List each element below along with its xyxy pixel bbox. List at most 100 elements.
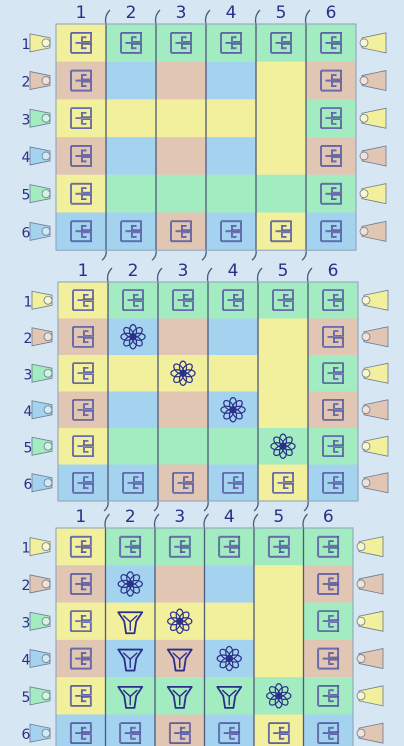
- column-label: 6: [328, 261, 339, 281]
- grid-cell[interactable]: [156, 99, 206, 137]
- tassel-knot: [357, 543, 365, 551]
- tassel-knot: [42, 114, 50, 122]
- tassel-knot: [360, 152, 368, 160]
- tassel-knot: [42, 39, 50, 47]
- tassel-knot: [362, 406, 370, 414]
- tassel-knot: [362, 296, 370, 304]
- grid-cell[interactable]: [156, 137, 206, 175]
- row-label: 6: [22, 727, 31, 743]
- row-label: 4: [22, 150, 31, 166]
- column-label: 1: [78, 261, 89, 281]
- grid-cell[interactable]: [106, 715, 156, 746]
- tassel-knot: [44, 369, 52, 377]
- row-label: 5: [24, 440, 33, 456]
- grid-cell[interactable]: [254, 565, 304, 602]
- column-label: 4: [226, 3, 237, 23]
- grid-cell[interactable]: [256, 137, 306, 175]
- tassel-knot: [360, 190, 368, 198]
- grid-cell[interactable]: [208, 355, 258, 392]
- tassel-knot: [42, 543, 50, 551]
- grid-cell[interactable]: [108, 355, 158, 392]
- grid-cell[interactable]: [256, 62, 306, 100]
- grid-cell[interactable]: [106, 99, 156, 137]
- grid-cell[interactable]: [208, 319, 258, 356]
- grid-cell[interactable]: [108, 392, 158, 429]
- row-label: 4: [24, 404, 33, 420]
- tassel-knot: [42, 617, 50, 625]
- grid-cell[interactable]: [158, 319, 208, 356]
- tassel-knot: [357, 580, 365, 588]
- grid-cell[interactable]: [106, 137, 156, 175]
- grid-cell[interactable]: [206, 175, 256, 213]
- grid-cell[interactable]: [205, 603, 255, 640]
- column-label: 5: [278, 261, 289, 281]
- tassel-knot: [357, 617, 365, 625]
- tassel-knot: [42, 655, 50, 663]
- row-label: 1: [24, 294, 33, 310]
- row-label: 5: [22, 188, 31, 204]
- grid-cell[interactable]: [158, 428, 208, 465]
- tassel-knot: [42, 692, 50, 700]
- grid-cell[interactable]: [254, 715, 304, 746]
- column-label: 5: [276, 3, 287, 23]
- column-label: 6: [326, 3, 337, 23]
- tassel-knot: [360, 227, 368, 235]
- grid-2: 123456123456: [24, 261, 388, 511]
- grid-cell[interactable]: [205, 715, 255, 746]
- grid-cell[interactable]: [155, 565, 205, 602]
- column-label: 1: [75, 507, 86, 527]
- tassel-knot: [42, 152, 50, 160]
- column-label: 3: [178, 261, 189, 281]
- grid-cell[interactable]: [208, 428, 258, 465]
- grid-cell[interactable]: [56, 715, 106, 746]
- tassel-knot: [42, 227, 50, 235]
- tassel-knot: [362, 479, 370, 487]
- row-label: 3: [22, 112, 31, 128]
- grid-cell[interactable]: [304, 715, 354, 746]
- grid-cell[interactable]: [206, 99, 256, 137]
- row-label: 2: [22, 578, 31, 594]
- tassel-knot: [362, 442, 370, 450]
- tassel-knot: [360, 114, 368, 122]
- grid-cell[interactable]: [106, 62, 156, 100]
- row-label: 2: [24, 331, 33, 347]
- row-label: 1: [22, 37, 31, 53]
- grid-cell[interactable]: [206, 62, 256, 100]
- grid-cell[interactable]: [155, 715, 205, 746]
- row-label: 5: [22, 690, 31, 706]
- tassel-knot: [42, 580, 50, 588]
- row-label: 6: [22, 225, 31, 241]
- grid-cell[interactable]: [206, 137, 256, 175]
- row-label: 2: [22, 75, 31, 91]
- tassel-knot: [42, 729, 50, 737]
- row-label: 6: [24, 477, 33, 493]
- grid-cell[interactable]: [258, 355, 308, 392]
- column-label: 2: [126, 3, 137, 23]
- column-label: 6: [323, 507, 334, 527]
- grid-cell[interactable]: [158, 392, 208, 429]
- grid-cell[interactable]: [108, 428, 158, 465]
- grid-cell[interactable]: [156, 62, 206, 100]
- grid-cell[interactable]: [256, 99, 306, 137]
- tassel-knot: [362, 333, 370, 341]
- grid-cell[interactable]: [106, 175, 156, 213]
- grid-cell[interactable]: [258, 319, 308, 356]
- grid-3: 123456123456: [22, 507, 383, 746]
- grid-cell[interactable]: [258, 392, 308, 429]
- column-label: 4: [228, 261, 239, 281]
- column-label: 5: [273, 507, 284, 527]
- grid-cell[interactable]: [254, 640, 304, 677]
- tassel-knot: [44, 406, 52, 414]
- grid-cell[interactable]: [205, 565, 255, 602]
- row-label: 3: [24, 367, 33, 383]
- tassel-knot: [44, 442, 52, 450]
- tassel-knot: [357, 729, 365, 737]
- tassel-knot: [357, 692, 365, 700]
- grid-cell[interactable]: [256, 175, 306, 213]
- tassel-knot: [44, 479, 52, 487]
- grid-cell[interactable]: [156, 175, 206, 213]
- tassel-knot: [42, 190, 50, 198]
- grid-cell[interactable]: [254, 603, 304, 640]
